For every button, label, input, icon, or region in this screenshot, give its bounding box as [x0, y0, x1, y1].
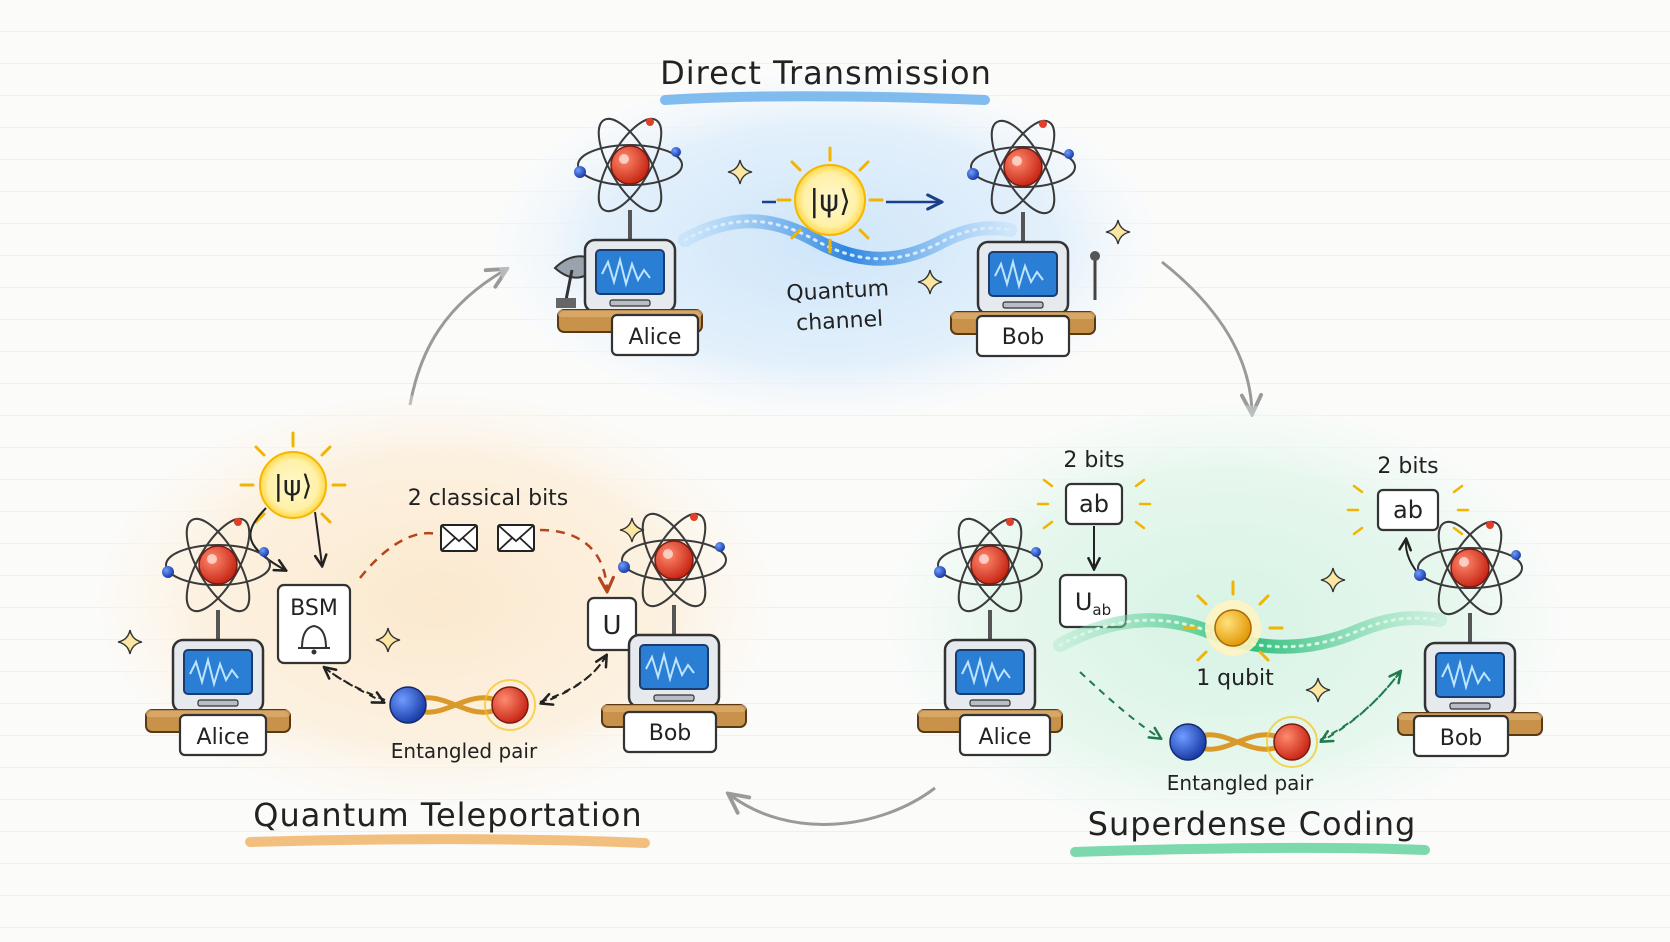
- direct-psi-state: |ψ⟩: [776, 146, 884, 254]
- sun-glow-icon: [776, 146, 884, 254]
- direct-psi-label: |ψ⟩: [809, 184, 851, 219]
- superdense-bob-station: Bob: [1396, 510, 1544, 758]
- teleport-alice-label: Alice: [197, 725, 250, 750]
- teleport-entangled-pair: [389, 679, 536, 731]
- direct-bob-station: Bob: [949, 109, 1100, 358]
- direct-channel-label-1: Quantum: [786, 276, 890, 306]
- teleport-title-underline: [245, 834, 650, 848]
- teleport-classical-path: [359, 528, 607, 590]
- superdense-bits-in-label: 2 bits: [1063, 448, 1124, 473]
- superdense-bits-in-box: ab: [1036, 478, 1152, 530]
- cycle-arrow-superdense-to-teleport: [730, 786, 936, 826]
- superdense-bob-label: Bob: [1440, 726, 1483, 751]
- superdense-unitary-main: U: [1075, 588, 1093, 616]
- superdense-alice-station: Alice: [916, 507, 1064, 757]
- envelope-icon: [440, 524, 478, 552]
- teleport-alice-station: Alice: [144, 507, 292, 757]
- direct-alice-station: Alice: [553, 107, 704, 357]
- teleport-classical-label: 2 classical bits: [408, 486, 569, 511]
- envelope-icon: [497, 524, 535, 552]
- svg-text:Uab: Uab: [1075, 588, 1111, 619]
- cycle-arrows: [408, 260, 1252, 826]
- sun-glow-icon: [1182, 580, 1284, 662]
- direct-alice-label: Alice: [629, 325, 682, 350]
- sun-glow-icon: [239, 431, 347, 524]
- direct-title-underline: [660, 91, 990, 105]
- superdense-title-underline: [1070, 842, 1430, 857]
- direct-bob-label: Bob: [1002, 325, 1045, 350]
- teleport-bsm-label: BSM: [290, 596, 338, 621]
- superdense-bits-out-value: ab: [1393, 496, 1423, 524]
- superdense-title: Superdense Coding: [1088, 805, 1417, 843]
- direct-title: Direct Transmission: [660, 54, 992, 92]
- teleport-bsm-box: BSM: [276, 583, 352, 665]
- teleport-unitary-label: U: [602, 611, 621, 641]
- superdense-qubit-label: 1 qubit: [1196, 666, 1274, 691]
- superdense-bits-in-value: ab: [1079, 490, 1109, 518]
- teleport-psi-state: |ψ⟩: [239, 431, 347, 524]
- direct-channel-label-2: channel: [796, 307, 884, 337]
- teleport-pair-label: Entangled pair: [391, 739, 538, 763]
- section-quantum-teleportation: Quantum Teleportation |ψ⟩ BSM 2: [100, 395, 770, 848]
- cycle-arrow-direct-to-superdense: [1161, 260, 1252, 412]
- section-direct-transmission: Direct Transmission |ψ⟩ Quantum channel: [496, 54, 1156, 417]
- superdense-entangled-pair: [1169, 716, 1318, 768]
- superdense-bits-out-box: ab: [1346, 484, 1470, 536]
- teleport-title: Quantum Teleportation: [253, 796, 642, 834]
- teleport-bob-station: Bob: [600, 502, 748, 754]
- superdense-qubit: [1182, 580, 1284, 662]
- section-superdense-coding: Superdense Coding 2 bits ab Uab: [890, 405, 1560, 857]
- superdense-pair-label: Entangled pair: [1167, 771, 1314, 795]
- superdense-pair-link-alice: [1079, 671, 1160, 738]
- superdense-alice-label: Alice: [979, 725, 1032, 750]
- bell-icon: [298, 624, 330, 655]
- teleport-bob-label: Bob: [649, 721, 692, 746]
- superdense-unitary-sub: ab: [1092, 601, 1111, 619]
- cycle-arrow-teleport-to-direct: [408, 270, 505, 406]
- teleport-unitary-box: U: [586, 596, 638, 652]
- superdense-bits-out-label: 2 bits: [1377, 454, 1438, 479]
- superdense-pair-link-bob: [1319, 672, 1400, 741]
- teleport-psi-label: |ψ⟩: [274, 469, 313, 502]
